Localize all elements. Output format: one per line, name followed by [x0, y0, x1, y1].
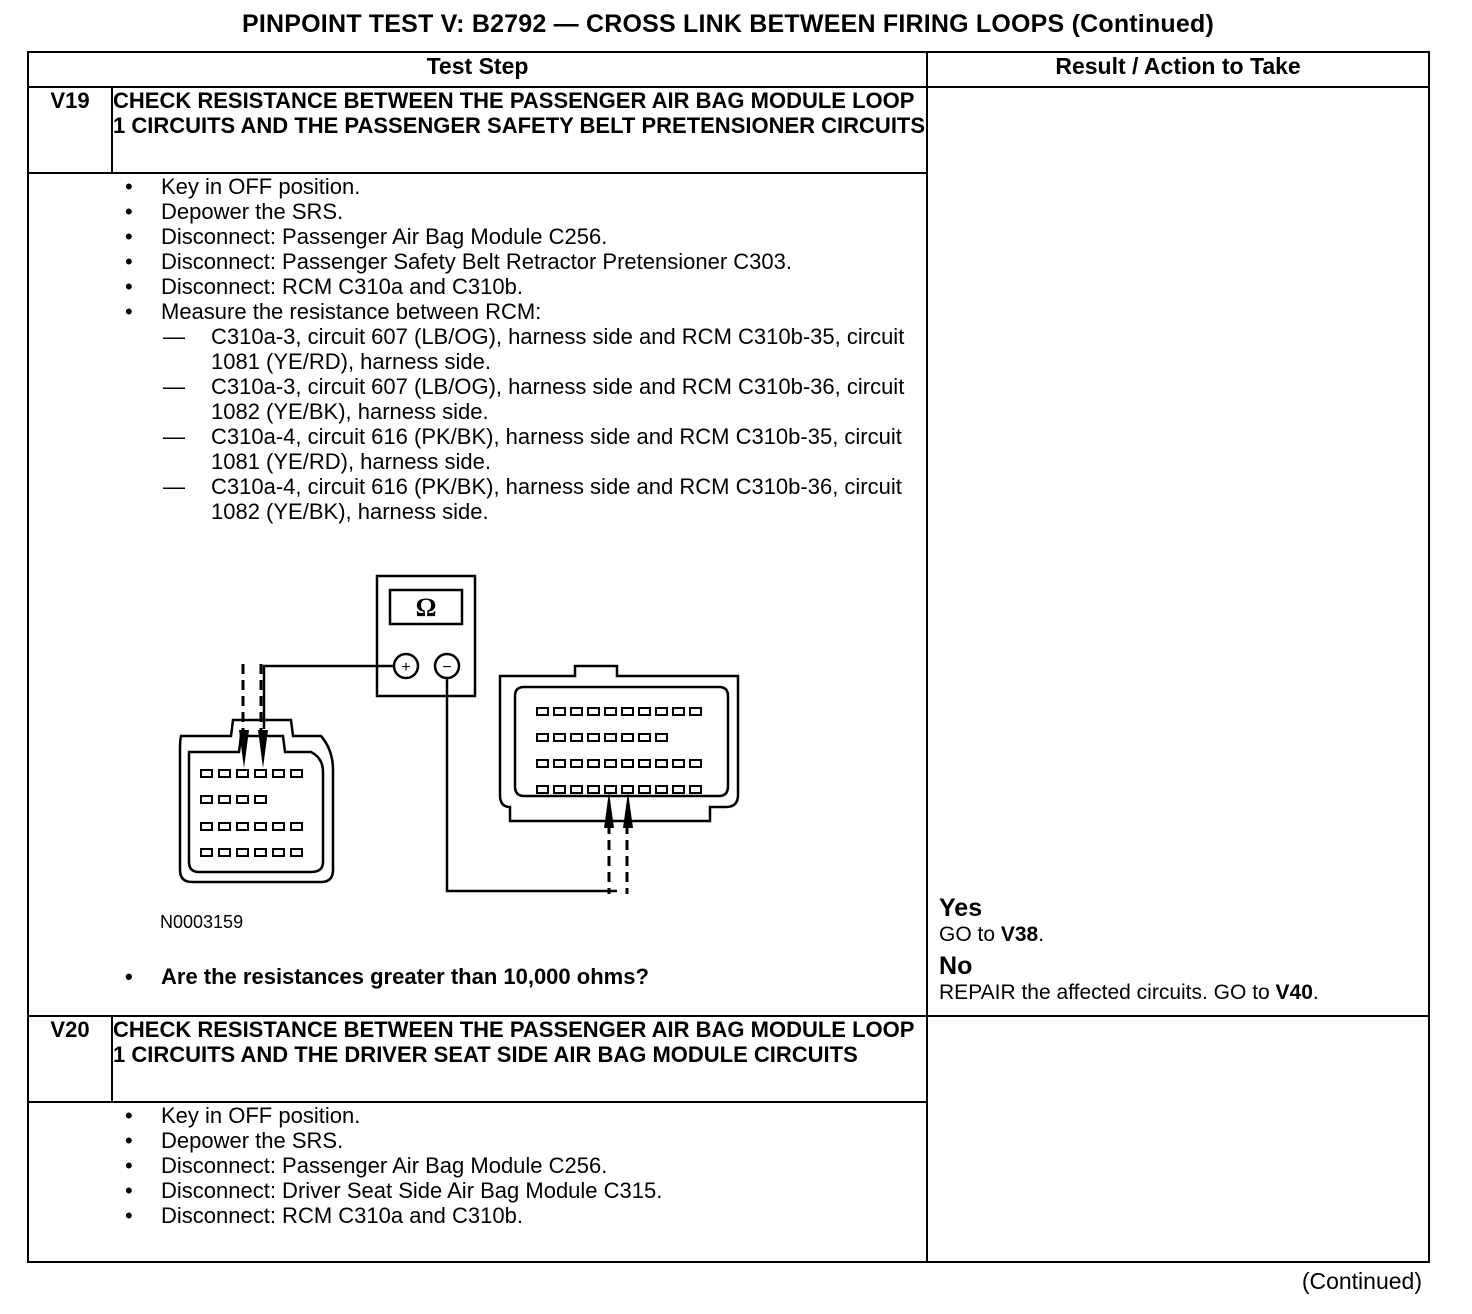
- ohmmeter-body: [375, 574, 477, 698]
- test-step-header: Test Step: [26, 51, 929, 88]
- list-item: •Key in OFF position.: [125, 174, 361, 200]
- step-body-v20: •Key in OFF position. •Depower the SRS. …: [26, 1101, 929, 1263]
- list-item: •Disconnect: RCM C310a and C310b.: [125, 1203, 523, 1228]
- c310a-pins: [200, 769, 303, 858]
- step-title-v19: CHECK RESISTANCE BETWEEN THE PASSENGER A…: [110, 85, 929, 175]
- continued-label: (Continued): [1301, 1268, 1422, 1294]
- result-header: Result / Action to Take: [926, 51, 1431, 88]
- yes-label: Yes: [939, 894, 983, 922]
- c310a-connector: [178, 718, 335, 884]
- figure-id: N0003159: [160, 912, 243, 932]
- sub-list-item: —C310a-4, circuit 616 (PK/BK), harness s…: [163, 474, 902, 525]
- list-item: •Depower the SRS.: [125, 1128, 344, 1153]
- list-item: •Depower the SRS.: [125, 199, 344, 225]
- sub-list-item: —C310a-3, circuit 607 (LB/OG), harness s…: [163, 374, 905, 425]
- pinpoint-test-table: Test Step Result / Action to Take V19 CH…: [26, 51, 1431, 1263]
- ohm-symbol: Ω: [416, 593, 437, 622]
- probe-tip-right-1: [604, 792, 614, 829]
- probe-tip-right-2: [623, 792, 633, 829]
- sub-list-item: —C310a-4, circuit 616 (PK/BK), harness s…: [163, 424, 902, 475]
- step-body-v19: •Key in OFF position. •Depower the SRS. …: [26, 172, 929, 1017]
- result-block-v19: Yes GO to V38. No REPAIR the affected ci…: [939, 893, 1319, 1009]
- c310b-pins: [536, 707, 702, 795]
- yes-action: GO to V38.: [939, 923, 1045, 946]
- no-label: No: [939, 952, 973, 980]
- plus-sign: +: [401, 659, 410, 676]
- yes-target: V38: [1000, 923, 1039, 946]
- step-title-v20: CHECK RESISTANCE BETWEEN THE PASSENGER A…: [110, 1015, 929, 1103]
- probe-tip-left-2: [258, 730, 268, 769]
- ohmmeter-diagram: Ω + − N0003159: [29, 524, 926, 964]
- step-id-v20: V20: [27, 1015, 113, 1103]
- list-item: •Measure the resistance between RCM: —C3…: [29, 299, 926, 524]
- list-item: •Disconnect: Passenger Air Bag Module C2…: [125, 224, 608, 250]
- no-target: V40: [1275, 981, 1313, 1004]
- question-item: •Are the resistances greater than 10,000…: [125, 964, 649, 990]
- positive-lead: [262, 664, 394, 730]
- list-item: •Disconnect: Driver Seat Side Air Bag Mo…: [125, 1178, 663, 1203]
- sub-list-item: —C310a-3, circuit 607 (LB/OG), harness s…: [163, 324, 905, 375]
- result-cell-v19: Yes GO to V38. No REPAIR the affected ci…: [926, 86, 1431, 1017]
- list-item: •Disconnect: RCM C310a and C310b.: [125, 274, 523, 300]
- page-title: PINPOINT TEST V: B2792 — CROSS LINK BETW…: [242, 10, 1214, 38]
- list-item: •Disconnect: Passenger Safety Belt Retra…: [125, 249, 792, 275]
- probe-tip-left-1: [239, 730, 249, 769]
- no-action: REPAIR the affected circuits. GO to V40.: [939, 981, 1319, 1004]
- minus-sign: −: [442, 659, 451, 676]
- step-id-v19: V19: [27, 85, 113, 175]
- list-item: •Disconnect: Passenger Air Bag Module C2…: [125, 1153, 608, 1178]
- ohmmeter-display: [388, 588, 464, 626]
- negative-lead: [445, 678, 617, 893]
- c310b-connector: [498, 664, 740, 823]
- list-item: •Key in OFF position.: [125, 1103, 361, 1128]
- result-cell-v20: [926, 1015, 1431, 1263]
